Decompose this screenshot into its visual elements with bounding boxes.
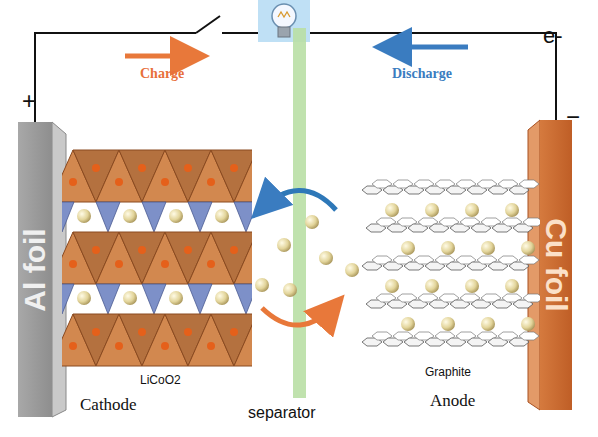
material-label: LiCoO2	[140, 374, 181, 387]
foil-label: Al foil	[20, 228, 50, 311]
material-label: Graphite	[425, 366, 471, 379]
aluminum-foil: Al foil	[18, 122, 52, 417]
electrode-label: Cathode	[80, 396, 137, 415]
terminal-sign: +	[22, 88, 36, 114]
separator-label: separator	[248, 404, 316, 422]
electron-label: e-	[543, 24, 563, 48]
discharge-label: Discharge	[392, 66, 452, 81]
electrode-label: Anode	[430, 392, 475, 411]
terminal-sign: −	[566, 104, 580, 130]
copper-foil: Cu foil	[540, 120, 572, 410]
foil-label: Cu foil	[541, 218, 571, 311]
charge-label: Charge	[140, 66, 184, 81]
